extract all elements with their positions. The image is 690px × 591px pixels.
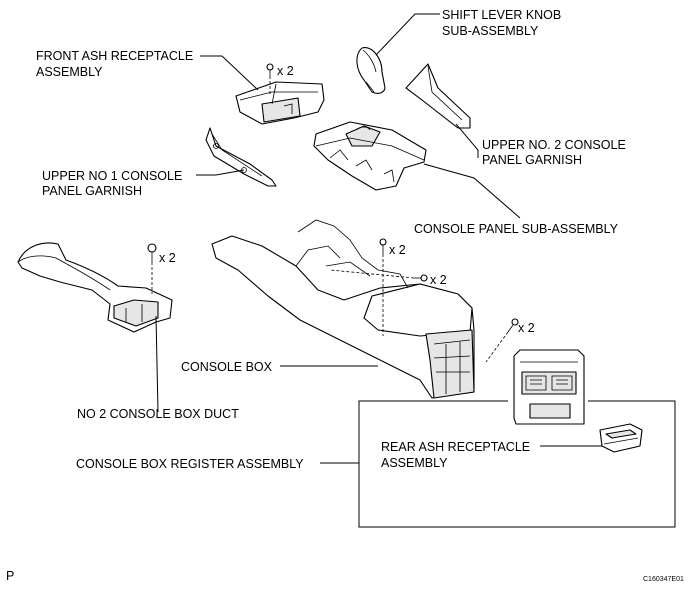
- console-box-screw-c-path: [485, 331, 509, 363]
- duct-qty: x 2: [159, 251, 176, 265]
- shift-lever-knob: [356, 47, 386, 94]
- upper-no2-console-panel-garnish: [405, 63, 471, 129]
- register-label: CONSOLE BOX REGISTER ASSEMBLY: [76, 457, 304, 471]
- console-box-screw-c-icon: [507, 318, 519, 333]
- front-ash-qty: x 2: [277, 64, 294, 78]
- page-letter: P: [6, 569, 14, 583]
- console-panel-leader: [423, 163, 521, 219]
- no2-console-box-duct: [17, 242, 173, 333]
- front-ash-label-line1: FRONT ASH RECEPTACLE: [36, 49, 193, 63]
- upper1-leader: [196, 169, 245, 176]
- console-panel-label: CONSOLE PANEL SUB-ASSEMBLY: [414, 222, 619, 236]
- rear-ash-label-line1: REAR ASH RECEPTACLE: [381, 440, 530, 454]
- upper2-label-line2: PANEL GARNISH: [482, 153, 582, 167]
- shift-knob-label-line2: SUB-ASSEMBLY: [442, 24, 539, 38]
- console-box: [211, 219, 475, 399]
- console-box-qty-b: x 2: [430, 273, 447, 287]
- front-ash-receptacle: [235, 81, 325, 125]
- duct-leader: [155, 315, 159, 413]
- console-box-screw-b-path: [329, 269, 415, 279]
- console-box-screw-a-icon: [379, 238, 387, 254]
- rear-ash-receptacle: [599, 423, 643, 453]
- upper2-label-line1: UPPER NO. 2 CONSOLE: [482, 138, 626, 152]
- shift-knob-leader: [375, 13, 440, 56]
- shift-knob-label-line1: SHIFT LEVER KNOB: [442, 8, 561, 22]
- front-ash-leader: [200, 55, 259, 91]
- console-box-qty-a: x 2: [389, 243, 406, 257]
- console-box-screw-b-icon: [414, 274, 428, 282]
- duct-label: NO 2 CONSOLE BOX DUCT: [77, 407, 239, 421]
- upper2-leader: [455, 123, 479, 158]
- front-ash-screw-icon: [266, 63, 274, 76]
- rear-ash-label-line2: ASSEMBLY: [381, 456, 448, 470]
- upper1-label-line2: PANEL GARNISH: [42, 184, 142, 198]
- console-box-label: CONSOLE BOX: [181, 360, 273, 374]
- console-box-register-assembly: [513, 349, 585, 425]
- console-box-qty-c: x 2: [518, 321, 535, 335]
- upper1-label-line1: UPPER NO 1 CONSOLE: [42, 169, 182, 183]
- upper-no1-console-panel-garnish: [205, 127, 277, 187]
- console-panel-sub-assembly: [313, 121, 427, 191]
- front-ash-label-line2: ASSEMBLY: [36, 65, 103, 79]
- figure-id: C160347E01: [643, 576, 684, 583]
- duct-screw-icon: [147, 243, 157, 262]
